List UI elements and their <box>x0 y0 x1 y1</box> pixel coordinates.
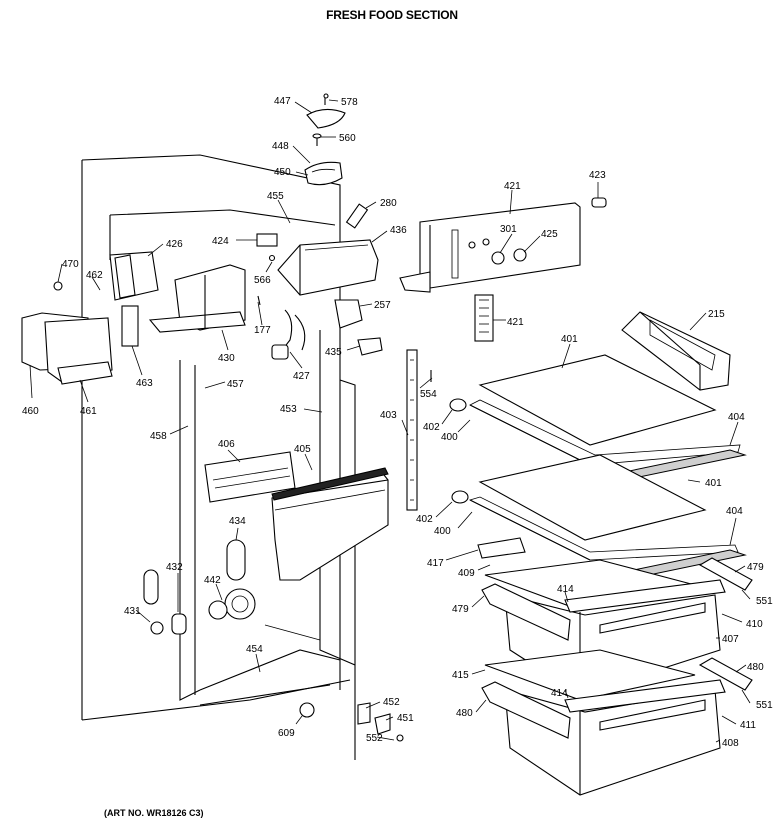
callout-448: 448 <box>272 141 289 152</box>
callout-462: 462 <box>86 270 103 281</box>
callout-479-left: 479 <box>452 604 469 615</box>
callout-461: 461 <box>80 406 97 417</box>
callout-177: 177 <box>254 325 271 336</box>
light-housings <box>109 251 246 347</box>
callout-480-right: 480 <box>747 662 764 673</box>
callout-479-right: 479 <box>747 562 764 573</box>
callout-400-upper: 400 <box>441 432 458 443</box>
cabinet-liner <box>81 154 356 760</box>
callout-401-lower: 401 <box>705 478 722 489</box>
top-control-parts <box>256 93 607 262</box>
callout-432: 432 <box>166 562 183 573</box>
callout-280: 280 <box>380 198 397 209</box>
callout-551-lower: 551 <box>756 700 773 711</box>
callout-417: 417 <box>427 558 444 569</box>
callout-414-upper: 414 <box>557 584 574 595</box>
callout-566: 566 <box>254 275 271 286</box>
callout-410: 410 <box>746 619 763 630</box>
callout-423: 423 <box>589 170 606 181</box>
diagram-title: FRESH FOOD SECTION <box>326 8 458 22</box>
callout-460: 460 <box>22 406 39 417</box>
callout-450: 450 <box>274 167 291 178</box>
callout-431: 431 <box>124 606 141 617</box>
callout-455: 455 <box>267 191 284 202</box>
callout-551-upper: 551 <box>756 596 773 607</box>
callout-409: 409 <box>458 568 475 579</box>
callout-578: 578 <box>341 97 358 108</box>
callout-552: 552 <box>366 733 383 744</box>
callout-554: 554 <box>420 389 437 400</box>
callout-457: 457 <box>227 379 244 390</box>
callout-405: 405 <box>294 444 311 455</box>
callout-470: 470 <box>62 259 79 270</box>
callout-407: 407 <box>722 634 739 645</box>
callout-257: 257 <box>374 300 391 311</box>
callout-447: 447 <box>274 96 291 107</box>
callout-425: 425 <box>541 229 558 240</box>
callout-453: 453 <box>280 404 297 415</box>
glass-shelves <box>449 354 747 583</box>
callout-402-upper: 402 <box>423 422 440 433</box>
wiring-parts <box>257 295 383 360</box>
callout-463: 463 <box>136 378 153 389</box>
meat-keeper <box>204 451 389 581</box>
callout-402-lower: 402 <box>416 514 433 525</box>
door-bin <box>621 311 731 391</box>
callout-435: 435 <box>325 347 342 358</box>
callout-411: 411 <box>740 720 756 731</box>
callout-609: 609 <box>278 728 295 739</box>
air-duct <box>277 239 379 296</box>
callout-400-lower: 400 <box>434 526 451 537</box>
callout-301: 301 <box>500 224 517 235</box>
callout-436: 436 <box>390 225 407 236</box>
callout-421-top: 421 <box>504 181 521 192</box>
callout-215: 215 <box>708 309 725 320</box>
callout-labels: 447 578 448 560 450 455 280 421 423 424 … <box>22 96 773 749</box>
callout-434: 434 <box>229 516 246 527</box>
small-parts <box>143 539 404 742</box>
art-number: (ART NO. WR18126 C3) <box>104 808 204 818</box>
callout-403: 403 <box>380 410 397 421</box>
crisper-drawers <box>481 557 753 796</box>
callout-426: 426 <box>166 239 183 250</box>
leader-lines <box>29 99 751 743</box>
callout-415: 415 <box>452 670 469 681</box>
callout-451: 451 <box>397 713 414 724</box>
callout-404-upper: 404 <box>728 412 745 423</box>
callout-458: 458 <box>150 431 167 442</box>
callout-452: 452 <box>383 697 400 708</box>
callout-406: 406 <box>218 439 235 450</box>
switch-housings <box>21 281 113 385</box>
callout-454: 454 <box>246 644 263 655</box>
control-housing <box>399 202 581 342</box>
callout-424: 424 <box>212 236 229 247</box>
callout-442: 442 <box>204 575 221 586</box>
callout-404-lower: 404 <box>726 506 743 517</box>
callout-560: 560 <box>339 133 356 144</box>
callout-414-lower: 414 <box>551 688 568 699</box>
callout-427: 427 <box>293 371 310 382</box>
shelf-ladder <box>406 349 432 511</box>
callout-408: 408 <box>722 738 739 749</box>
callout-421-bottom: 421 <box>507 317 524 328</box>
callout-430: 430 <box>218 353 235 364</box>
callout-480-left: 480 <box>456 708 473 719</box>
callout-401-upper: 401 <box>561 334 578 345</box>
